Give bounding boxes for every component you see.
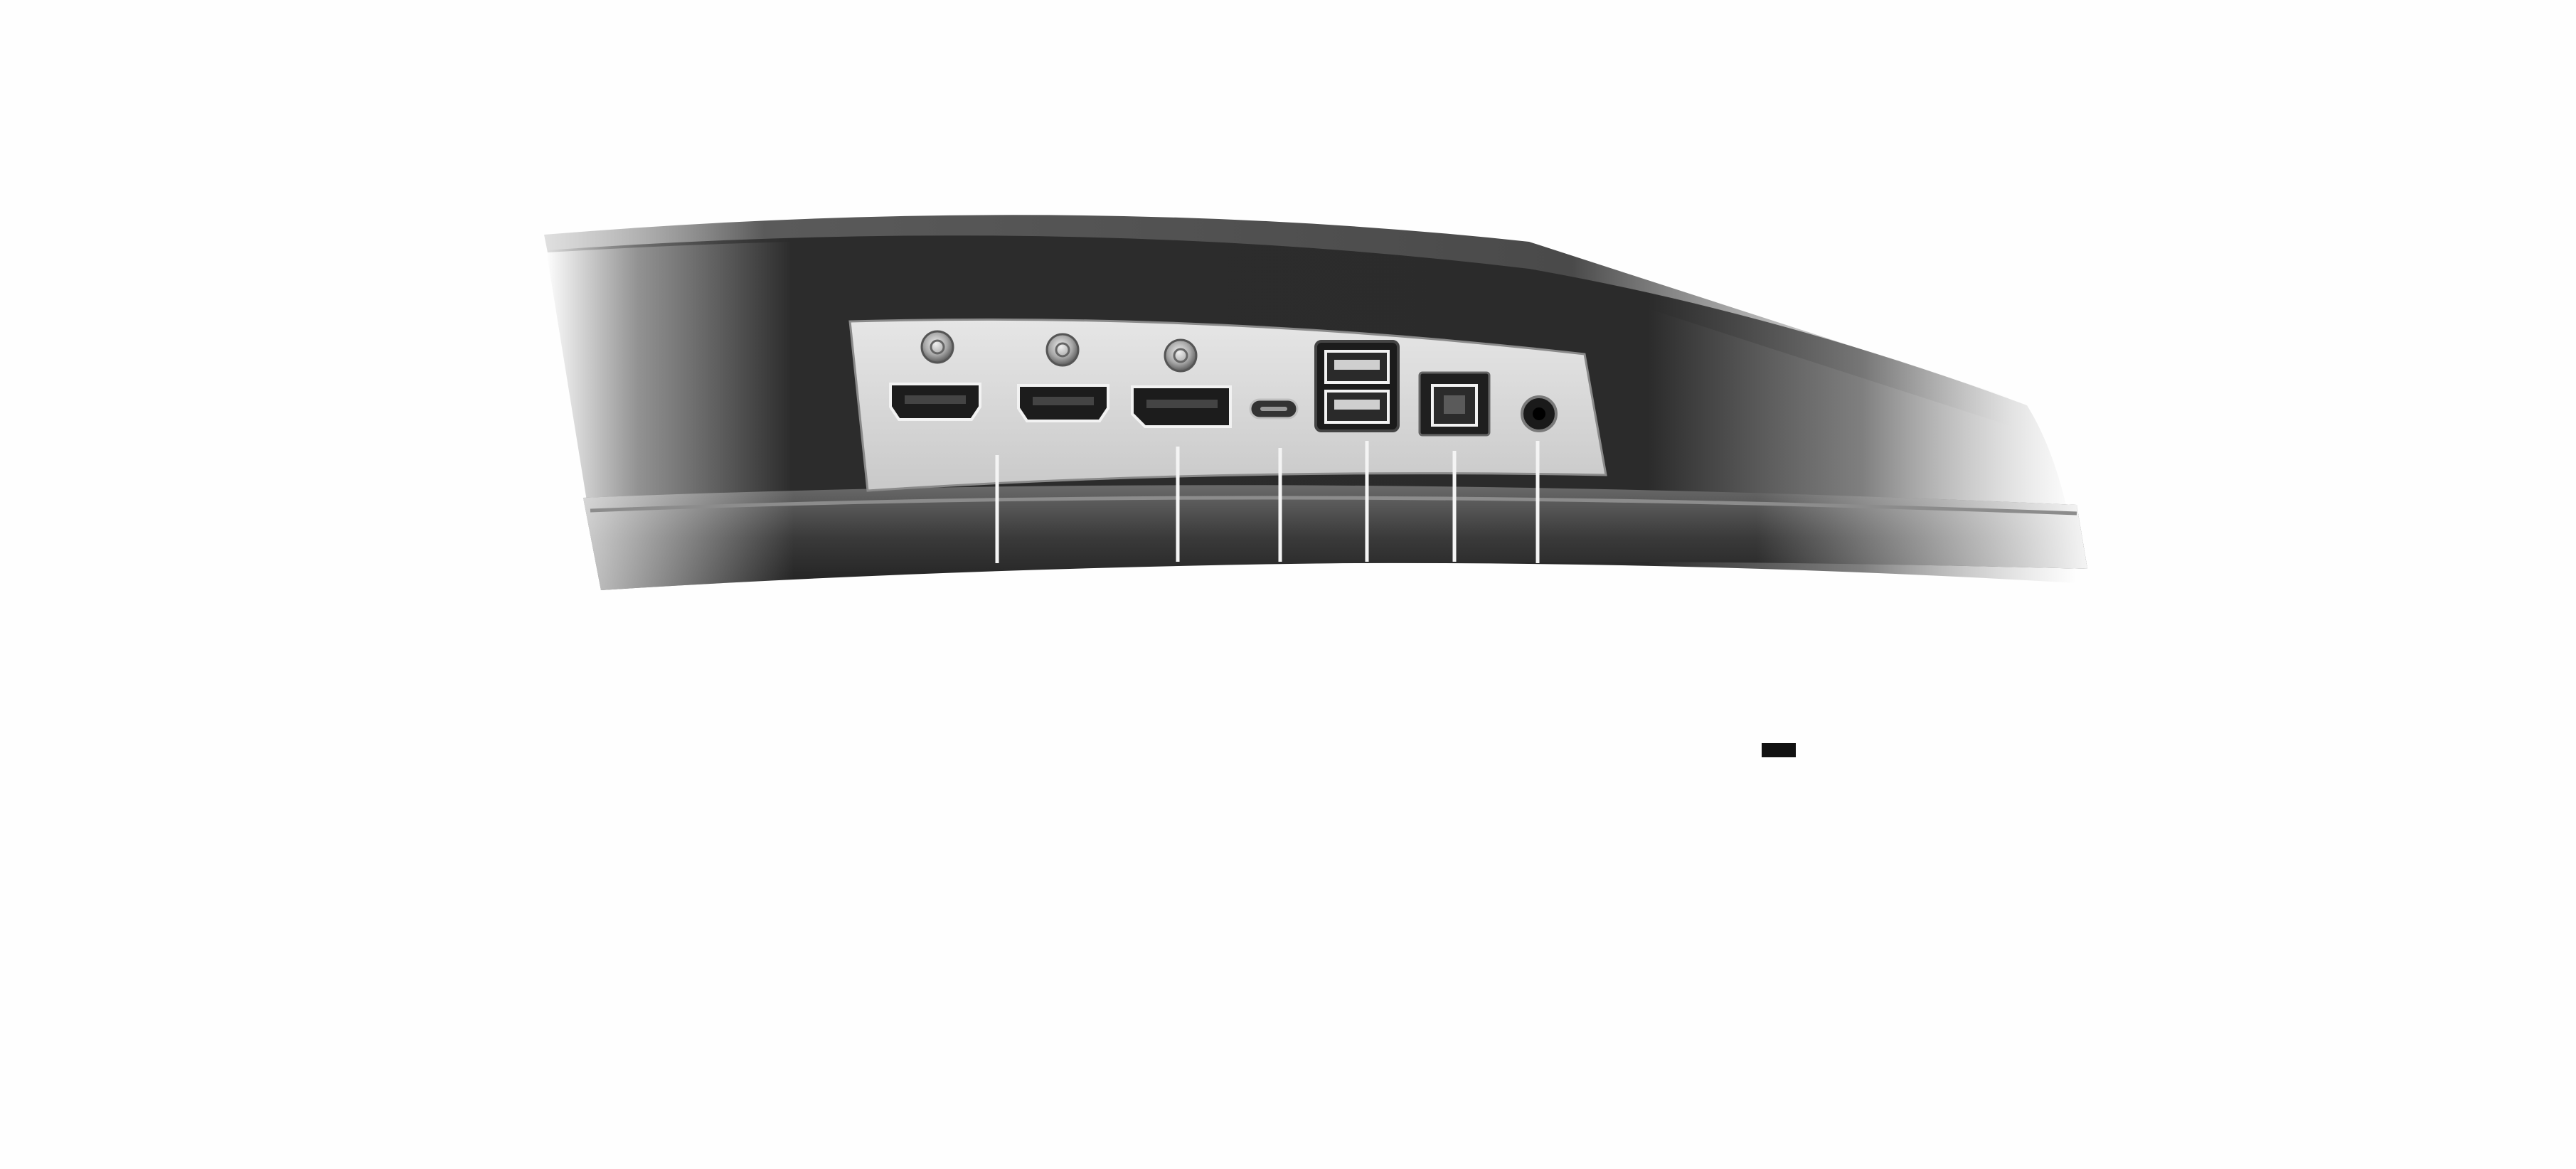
hdmi-port-icon — [1017, 384, 1109, 422]
usb-a-port-icon — [1314, 340, 1400, 432]
callout-lines — [995, 441, 1540, 563]
usb-c-port-icon — [1249, 398, 1299, 420]
lower-strip-highlight — [590, 496, 2077, 516]
lower-strip-fade — [583, 485, 2087, 590]
marker — [1762, 743, 1796, 757]
screw-icon — [1164, 338, 1198, 373]
usb-b-port-icon — [1418, 371, 1491, 437]
hdmi-port-icon — [889, 383, 981, 421]
displayport-icon — [1131, 385, 1232, 428]
screw-icon — [1045, 333, 1080, 367]
audio-jack-icon — [1521, 395, 1558, 432]
screw-icon — [920, 330, 954, 364]
